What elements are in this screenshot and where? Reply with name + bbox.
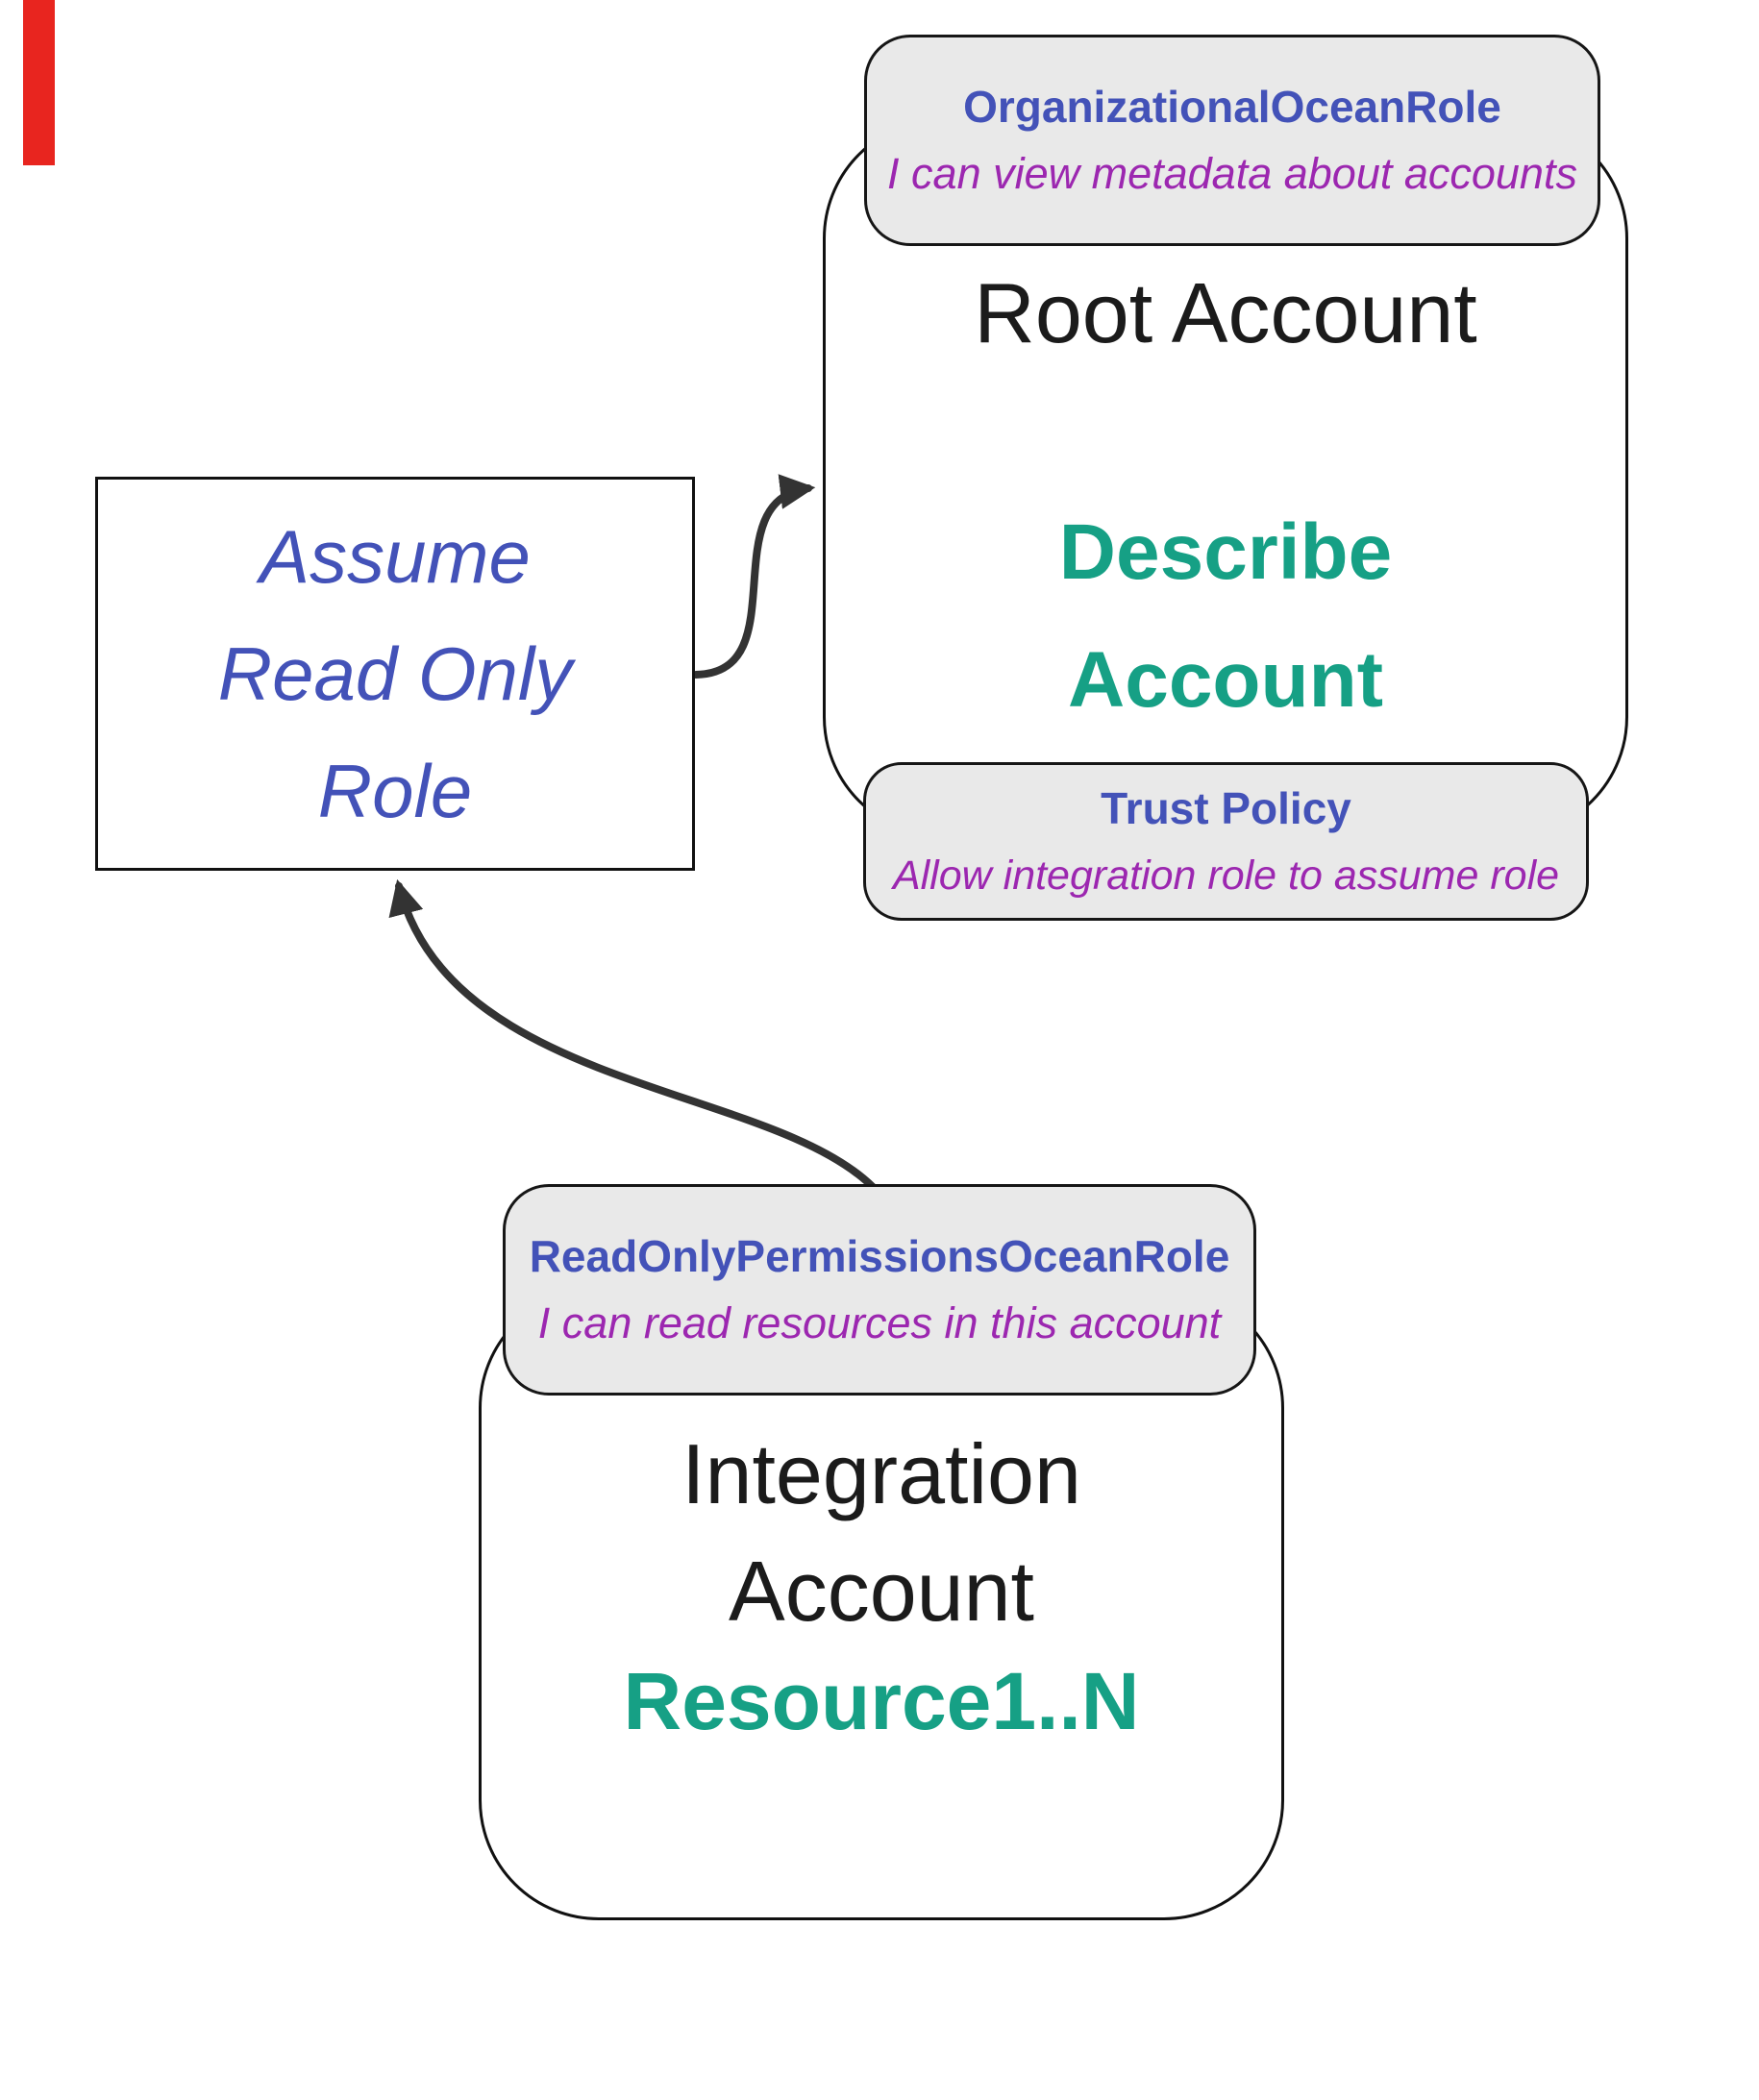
action-line: Describe <box>1058 508 1393 596</box>
integration-account-title: Integration Account <box>482 1416 1281 1650</box>
policy-name-label: Trust Policy <box>1101 782 1351 833</box>
role-name-label: OrganizationalOceanRole <box>963 82 1501 132</box>
assume-role-node: Assume Read Only Role <box>95 477 695 871</box>
action-line: Account <box>1068 636 1383 724</box>
root-account-title: Root Account <box>974 265 1477 360</box>
assume-role-line: Read Only <box>217 631 573 716</box>
trust-policy-badge: Trust Policy Allow integration role to a… <box>863 762 1589 921</box>
role-name-label: ReadOnlyPermissionsOceanRole <box>529 1231 1230 1281</box>
describe-account-action: Describe Account <box>826 488 1625 744</box>
readonly-role-badge: ReadOnlyPermissionsOceanRole I can read … <box>503 1184 1256 1396</box>
resource-range-label: Resource1..N <box>623 1656 1140 1746</box>
role-description-label: I can read resources in this account <box>537 1298 1222 1347</box>
assume-role-line: Assume <box>260 514 531 599</box>
organizational-role-badge: OrganizationalOceanRole I can view metad… <box>864 35 1600 246</box>
policy-description-label: Allow integration role to assume role <box>892 852 1560 899</box>
corner-marker <box>23 0 55 165</box>
assume-role-line: Role <box>317 749 473 833</box>
assume-to-root-arrow <box>692 474 816 679</box>
title-line: Account <box>729 1544 1034 1639</box>
readonly-to-assume-arrow <box>388 878 877 1191</box>
title-line: Integration <box>681 1426 1081 1521</box>
role-description-label: I can view metadata about accounts <box>887 149 1577 198</box>
